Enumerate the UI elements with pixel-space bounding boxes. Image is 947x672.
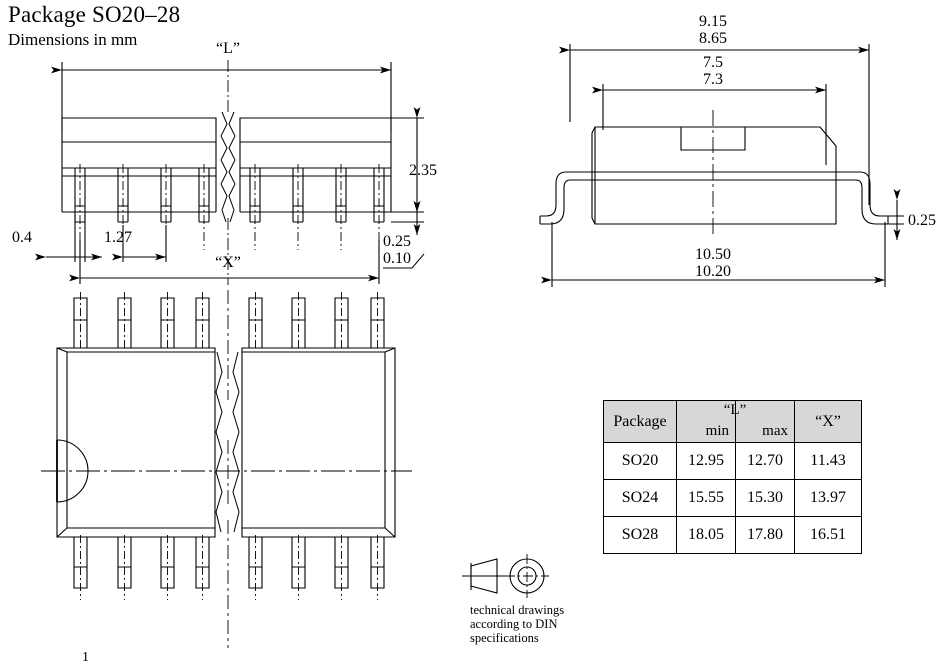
cell-L-max: 15.30: [735, 479, 795, 517]
package-dimension-table: Package “L” min max “X” SO20 12.95: [603, 400, 862, 554]
header-package: Package: [603, 400, 677, 443]
header-min: min: [705, 423, 729, 439]
dim-standoff-min: 0.10: [383, 250, 411, 267]
dim-lead-width: 0.4: [12, 229, 32, 246]
dim-span-min: 10.20: [695, 263, 731, 280]
table-body: SO20 12.95 12.70 11.43 SO24 15.55 15.30 …: [603, 442, 862, 554]
dim-label-X: “X”: [215, 254, 241, 271]
cell-package: SO20: [603, 442, 677, 480]
dim-body-width-max: 7.5: [703, 54, 723, 71]
cell-L-min: 15.55: [676, 479, 736, 517]
front-view-leads-left: [74, 168, 210, 223]
cell-L-max: 12.70: [735, 442, 795, 480]
header-X: “X”: [794, 400, 862, 443]
front-view-leads-right: [249, 168, 385, 223]
page-subtitle: Dimensions in mm: [8, 30, 138, 49]
cell-L-max: 17.80: [735, 516, 795, 554]
cell-L-min: 18.05: [676, 516, 736, 554]
cell-X: 13.97: [794, 479, 862, 517]
end-view-left-lead: [540, 171, 580, 217]
end-view: [539, 44, 904, 287]
dim-span-max: 10.50: [695, 246, 731, 263]
cell-X: 16.51: [794, 516, 862, 554]
dim-body-width-min: 7.3: [703, 71, 723, 88]
plan-view: [41, 290, 412, 648]
dim-total-width-max: 9.15: [699, 13, 727, 30]
dim-total-width-min: 8.65: [699, 30, 727, 47]
page-title: Package SO20–28: [8, 2, 181, 27]
plan-view-top-leads: [73, 297, 385, 349]
dim-pin-pitch: 1.27: [104, 229, 132, 246]
front-elevation-view: [35, 60, 425, 285]
header-L-max: max: [735, 400, 795, 443]
pin-one-label: 1: [82, 650, 89, 665]
cell-package: SO28: [603, 516, 677, 554]
din-projection-symbol: [462, 554, 549, 598]
table-row: SO24 15.55 15.30 13.97: [603, 479, 862, 517]
din-note-line3: specifications: [470, 631, 539, 645]
din-note-line1: technical drawings: [470, 603, 565, 617]
dim-foot-length: 0.25: [908, 212, 936, 229]
dim-label-L: “L”: [216, 40, 240, 57]
header-L-min: “L” min: [676, 400, 746, 443]
cell-package: SO24: [603, 479, 677, 517]
plan-view-bottom-leads: [73, 536, 385, 589]
header-max: max: [762, 423, 788, 439]
table-row: SO28 18.05 17.80 16.51: [603, 516, 862, 554]
dim-standoff-max: 0.25: [383, 233, 411, 250]
din-note-line2: according to DIN: [470, 617, 558, 631]
table-row: SO20 12.95 12.70 11.43: [603, 442, 862, 480]
header-L-quote: “L”: [723, 402, 747, 418]
cell-X: 11.43: [794, 442, 862, 480]
end-view-right-lead: [846, 171, 888, 217]
dim-body-height: 2.35: [409, 162, 437, 179]
end-view-notch: [680, 126, 746, 151]
cell-L-min: 12.95: [676, 442, 736, 480]
table-header-row: Package “L” min max “X”: [603, 400, 862, 443]
